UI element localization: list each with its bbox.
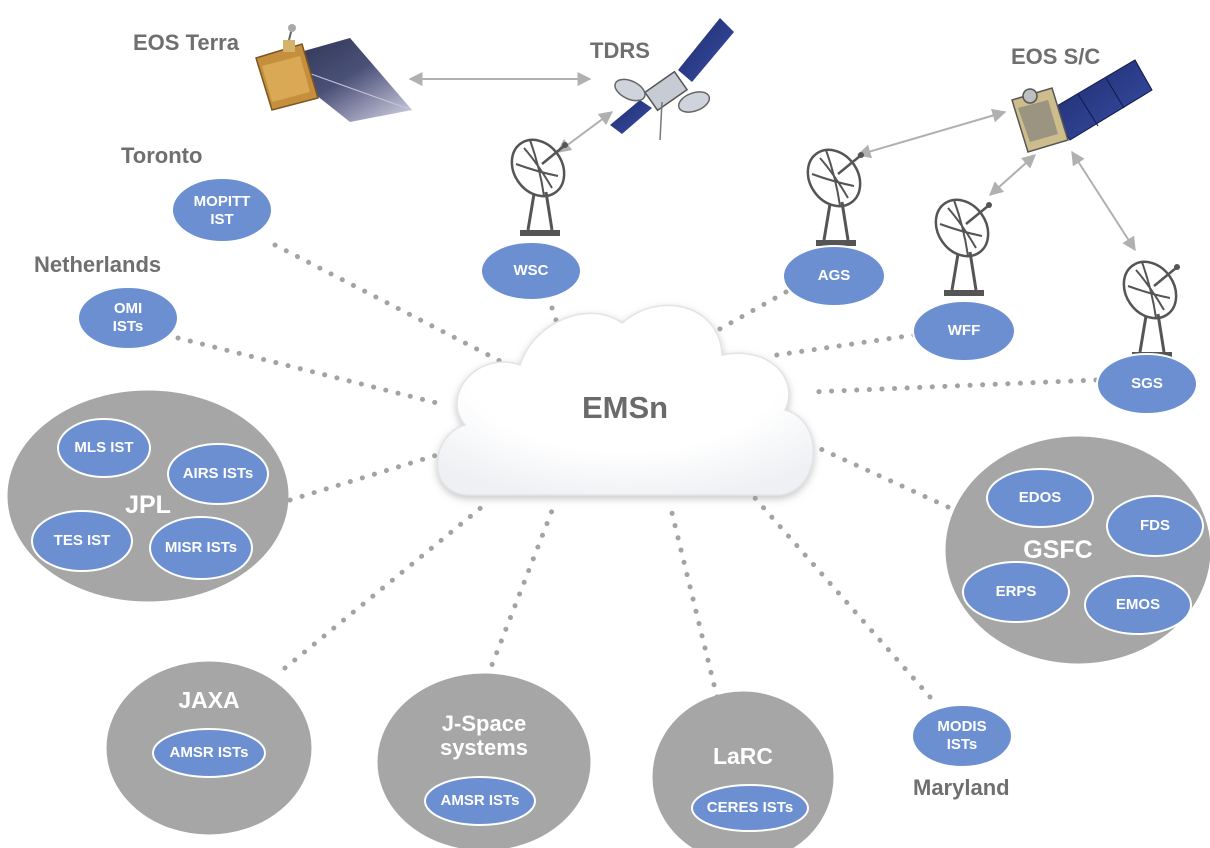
jaxa-label: JAXA [178, 687, 240, 713]
arrow-sgs-eos [1071, 150, 1136, 252]
tdrs-label: TDRS [590, 38, 650, 63]
sgs-dish-icon [1111, 250, 1189, 360]
network-links [175, 242, 1099, 700]
wff-node [912, 300, 1016, 362]
erps-node [962, 561, 1070, 623]
netherlands-label: Netherlands [34, 252, 162, 277]
sgs-label: SGS [1131, 375, 1163, 392]
edos-label: EDOS [1018, 489, 1062, 506]
emos-node [1084, 575, 1192, 635]
wsc-label: WSC [513, 262, 549, 279]
jaxa-amsr-ists-label: AMSR ISTs [169, 744, 249, 761]
link-toronto [272, 242, 505, 365]
ceres-ists-label: CERES ISTs [706, 799, 794, 816]
edos-node [986, 468, 1094, 528]
gsfc-label: GSFC [1023, 536, 1093, 564]
eos-sc-label: EOS S/C [1011, 44, 1101, 69]
jpl-label: JPL [125, 491, 171, 519]
misr-ists-node [149, 516, 253, 580]
link-sgs [807, 377, 1099, 395]
link-netherlands [175, 335, 448, 408]
modis-ists-node [911, 704, 1013, 768]
fds-label: FDS [1140, 517, 1170, 534]
maryland-label: Maryland [913, 775, 1010, 800]
airs-ists-label: AIRS ISTs [182, 465, 254, 482]
link-ags [715, 289, 789, 333]
link-larc [667, 502, 720, 700]
jspace-label: J-Space systems [439, 711, 529, 760]
airs-ists-node [167, 443, 269, 505]
link-jaxa [282, 499, 491, 671]
eos-terra-label: EOS Terra [133, 30, 239, 55]
ags-label: AGS [817, 267, 851, 284]
jspace-amsr-ists-label: AMSR ISTs [440, 792, 520, 809]
ceres-ists-node [691, 784, 809, 832]
link-gsfc [809, 442, 951, 510]
jaxa-amsr-ists-node [152, 728, 266, 778]
fds-node [1106, 495, 1204, 557]
ags-dish-icon [795, 138, 873, 248]
arrow-ags-eos [856, 108, 1007, 159]
emos-label: EMOS [1115, 596, 1161, 613]
misr-ists-label: MISR ISTs [164, 539, 238, 556]
wsc-dish-icon [499, 128, 577, 238]
jspace-amsr-ists-node [424, 776, 536, 826]
omi-ists-node [77, 286, 179, 350]
tes-ist-node [31, 510, 133, 572]
larc-label: LaRC [712, 743, 774, 769]
eos-sc-satellite-icon [1011, 59, 1153, 153]
arrow-wff-eos [988, 154, 1037, 196]
wff-label: WFF [947, 322, 981, 339]
mls-ist-node [57, 418, 151, 478]
comm-arrows [408, 72, 1136, 252]
mls-ist-label: MLS IST [74, 439, 134, 456]
emsn-cloud-icon [436, 304, 815, 496]
modis-ists-label: MODIS ISTs [937, 718, 987, 753]
tes-ist-label: TES IST [53, 532, 111, 549]
sgs-node [1096, 353, 1198, 415]
eos-terra-satellite-icon [255, 24, 413, 122]
ags-node [782, 245, 886, 307]
toronto-label: Toronto [121, 143, 203, 168]
wsc-node [480, 241, 582, 301]
erps-label: ERPS [995, 583, 1037, 600]
link-jpl [287, 452, 440, 503]
link-wff [767, 332, 917, 359]
link-jspace [480, 500, 558, 691]
link-maryland [752, 495, 933, 700]
mopitt-ist-node [171, 177, 273, 243]
emsn-cloud-label: EMSn [581, 390, 669, 425]
mopitt-ist-label: MOPITT IST [193, 193, 251, 228]
wff-dish-icon [923, 188, 1001, 298]
omi-ists-label: OMI ISTs [112, 300, 144, 335]
tdrs-satellite-icon [610, 18, 734, 141]
